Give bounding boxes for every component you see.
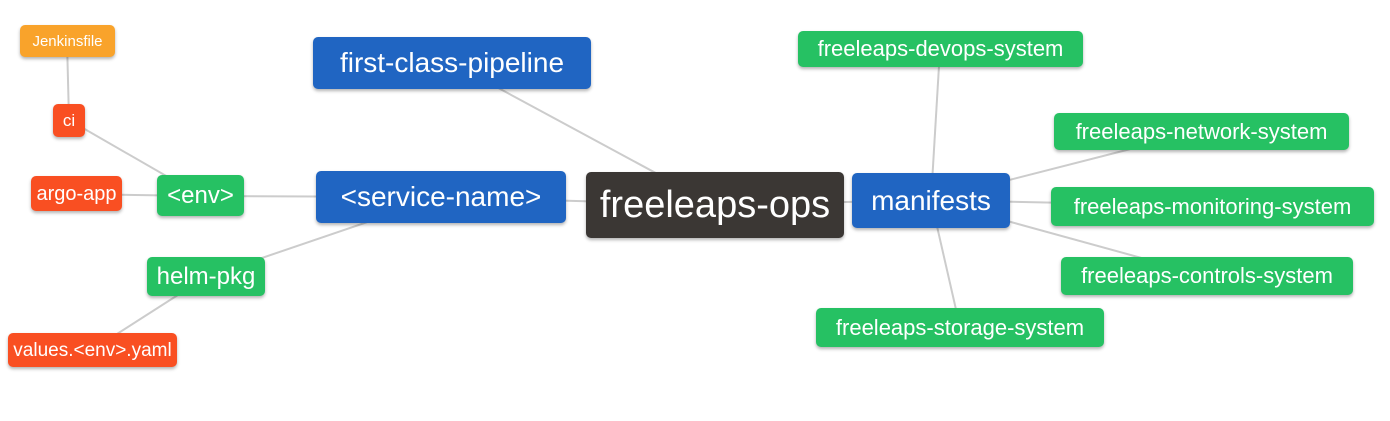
node-helm-pkg[interactable]: helm-pkg	[147, 257, 265, 296]
node-manifests[interactable]: manifests	[852, 173, 1010, 228]
node-service-name[interactable]: <service-name>	[316, 171, 566, 223]
node-first-class-pipeline[interactable]: first-class-pipeline	[313, 37, 591, 89]
node-freeleaps-devops-system[interactable]: freeleaps-devops-system	[798, 31, 1083, 67]
node-env[interactable]: <env>	[157, 175, 244, 216]
node-argo-app[interactable]: argo-app	[31, 176, 122, 211]
node-freeleaps-storage-system[interactable]: freeleaps-storage-system	[816, 308, 1104, 347]
node-freeleaps-network-system[interactable]: freeleaps-network-system	[1054, 113, 1349, 150]
node-freeleaps-controls-system[interactable]: freeleaps-controls-system	[1061, 257, 1353, 295]
node-ci[interactable]: ci	[53, 104, 85, 137]
node-freeleaps-monitoring-system[interactable]: freeleaps-monitoring-system	[1051, 187, 1374, 226]
node-jenkinsfile[interactable]: Jenkinsfile	[20, 25, 115, 57]
node-freeleaps-ops-root[interactable]: freeleaps-ops	[586, 172, 844, 238]
node-values-env-yaml[interactable]: values.<env>.yaml	[8, 333, 177, 367]
